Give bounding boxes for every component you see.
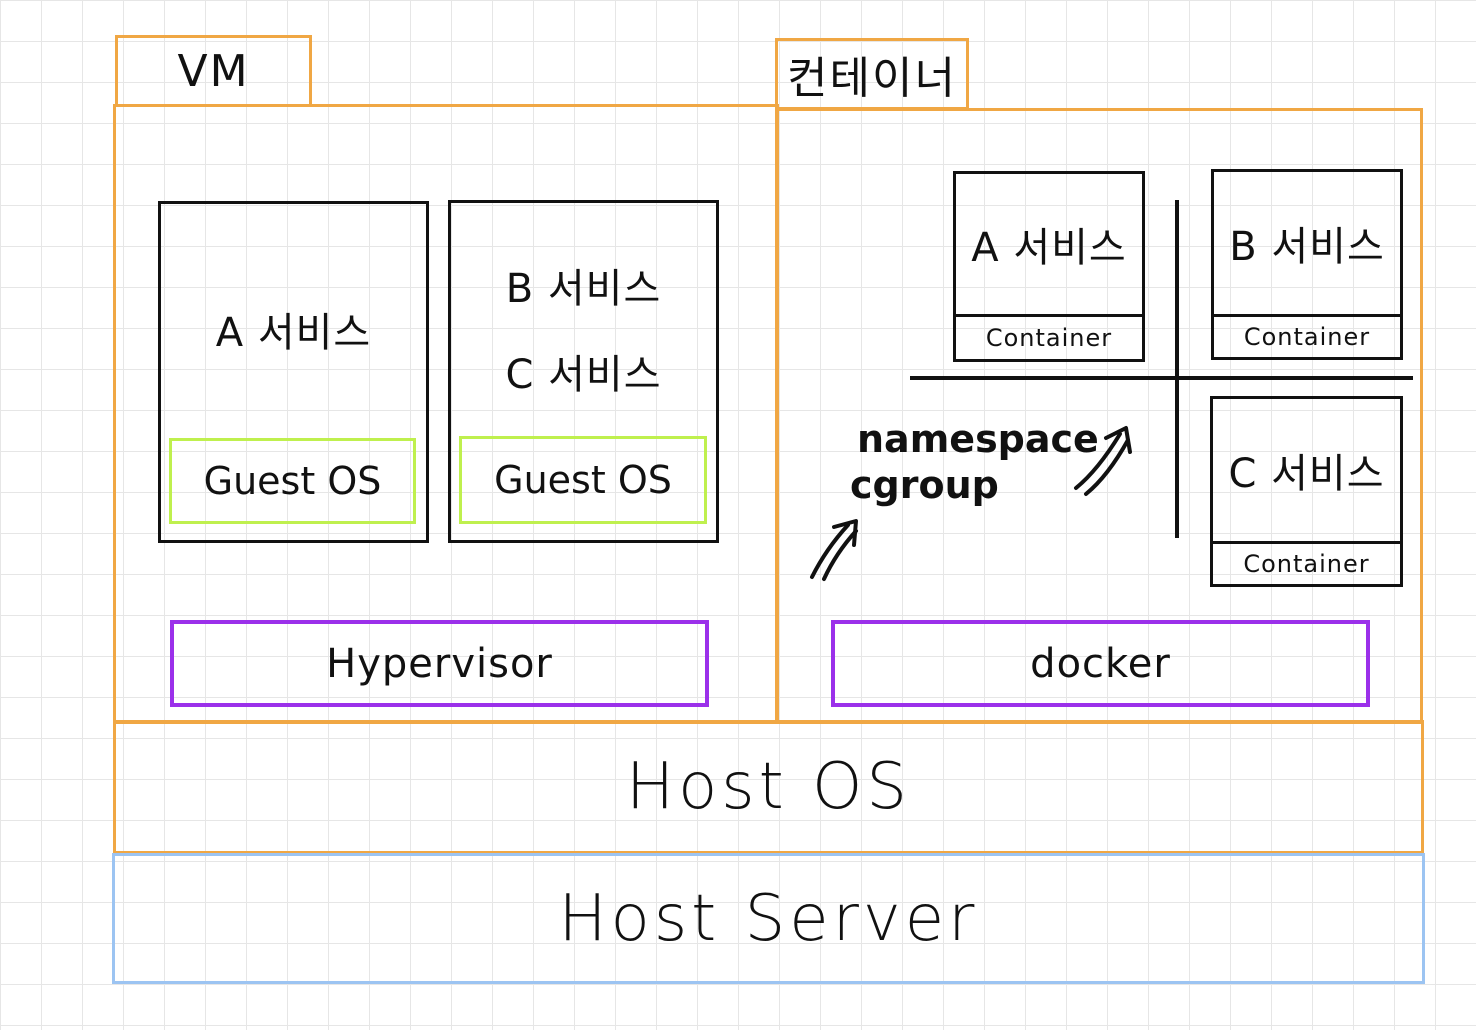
host-server-label: Host Server bbox=[558, 881, 979, 956]
vm-box2-service-b: B 서비스 bbox=[451, 255, 716, 315]
container-b-footer: Container bbox=[1214, 314, 1400, 357]
host-server-box: Host Server bbox=[112, 853, 1425, 984]
container-a-service: A 서비스 bbox=[956, 174, 1142, 314]
cgroup-text: cgroup bbox=[850, 463, 999, 507]
vm-box1-service-label: A 서비스 bbox=[215, 310, 372, 356]
vm-box2-guest-os-label: Guest OS bbox=[494, 458, 672, 502]
docker-box: docker bbox=[831, 620, 1370, 707]
vm-box1-service: A 서비스 bbox=[161, 299, 426, 359]
upper-arrow-icon bbox=[1074, 426, 1132, 496]
vm-box2-service-c: C 서비스 bbox=[451, 341, 716, 401]
host-os-label: Host OS bbox=[625, 750, 912, 824]
container-b-service-label: B 서비스 bbox=[1229, 224, 1385, 270]
docker-label: docker bbox=[1030, 640, 1171, 687]
container-a-footer: Container bbox=[956, 314, 1142, 359]
container-b-footer-label: Container bbox=[1243, 323, 1371, 351]
vm-tab-label: VM bbox=[177, 45, 250, 97]
container-c-service-label: C 서비스 bbox=[1228, 451, 1385, 497]
container-a-footer-label: Container bbox=[985, 324, 1113, 352]
container-b-service: B 서비스 bbox=[1214, 172, 1400, 314]
hypervisor-box: Hypervisor bbox=[170, 620, 709, 707]
isolation-vertical-line bbox=[1175, 200, 1179, 538]
container-a-service-label: A 서비스 bbox=[971, 225, 1127, 271]
hypervisor-label: Hypervisor bbox=[326, 640, 553, 687]
cgroup-label: cgroup bbox=[850, 466, 1050, 514]
lower-arrow-icon bbox=[810, 519, 858, 581]
vm-tab: VM bbox=[115, 35, 312, 107]
container-c-service: C 서비스 bbox=[1213, 399, 1400, 541]
namespace-text: namespace bbox=[857, 417, 1099, 461]
container-tab-label: 컨테이너 bbox=[787, 53, 957, 104]
vm-box1-guest-os: Guest OS bbox=[169, 438, 416, 524]
vm-guest-box-2: B 서비스 C 서비스 bbox=[448, 200, 719, 543]
vm-box2-service-c-label: C 서비스 bbox=[505, 352, 662, 398]
container-c-footer-label: Container bbox=[1243, 550, 1370, 578]
vm-box2-guest-os: Guest OS bbox=[459, 436, 707, 524]
container-c: C 서비스 Container bbox=[1210, 396, 1403, 587]
vm-guest-box-1: A 서비스 bbox=[158, 201, 429, 543]
namespace-label: namespace bbox=[857, 417, 1099, 464]
container-tab: 컨테이너 bbox=[775, 38, 969, 110]
container-b: B 서비스 Container bbox=[1211, 169, 1403, 360]
host-os-box: Host OS bbox=[113, 720, 1424, 854]
container-c-footer: Container bbox=[1213, 541, 1400, 584]
isolation-horizontal-line bbox=[910, 376, 1413, 380]
vm-box2-service-b-label: B 서비스 bbox=[505, 266, 662, 312]
vm-box1-guest-os-label: Guest OS bbox=[203, 459, 382, 503]
container-a: A 서비스 Container bbox=[953, 171, 1145, 362]
